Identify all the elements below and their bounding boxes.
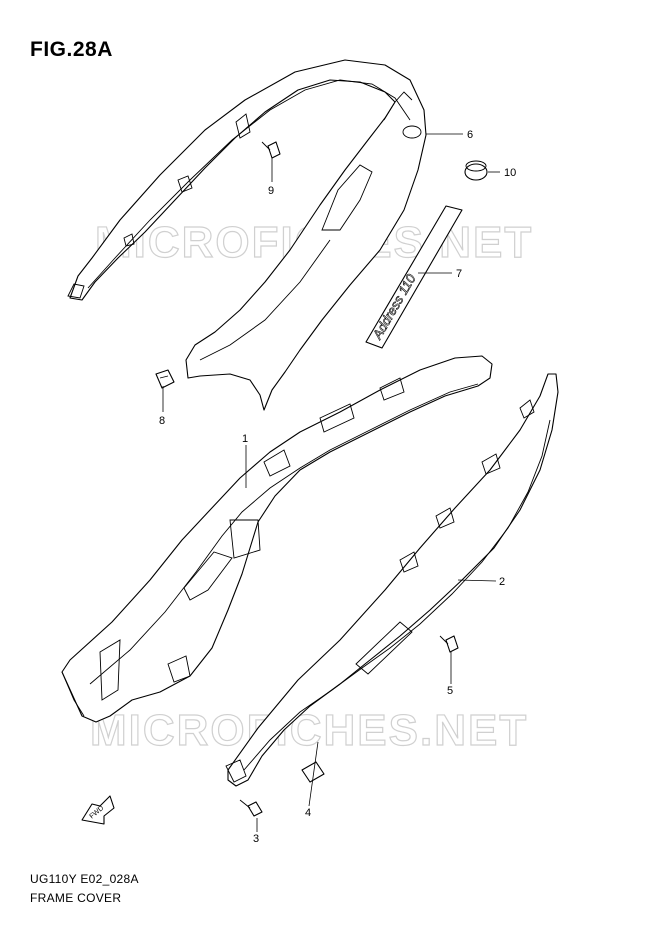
callout-9: 9 (268, 185, 274, 197)
part-10-cap[interactable] (464, 160, 488, 181)
part-4-clip[interactable] (301, 761, 325, 783)
diagram-code: UG110Y E02_028A (30, 872, 139, 886)
callout-1: 1 (242, 433, 248, 445)
callout-4: 4 (305, 807, 311, 819)
callout-2: 2 (499, 576, 505, 588)
figure-title: FIG.28A (30, 38, 113, 61)
part-5-screw[interactable] (439, 635, 459, 653)
callout-10: 10 (504, 167, 516, 179)
part-8-clip[interactable] (155, 369, 175, 389)
fwd-arrow-icon: FWD (81, 795, 115, 825)
part-9-screw[interactable] (261, 141, 281, 159)
callout-7: 7 (456, 268, 462, 280)
part-1-left-cover[interactable] (61, 355, 493, 723)
leader-lines (162, 133, 500, 832)
callout-3: 3 (253, 833, 259, 845)
part-2-right-cover[interactable] (225, 373, 559, 787)
callout-6: 6 (467, 129, 473, 141)
callout-5: 5 (447, 685, 453, 697)
part-6-rear-cover[interactable] (67, 59, 427, 411)
decal-text: Address 110 (369, 271, 419, 342)
diagram-name: FRAME COVER (30, 891, 122, 905)
part-3-screw[interactable] (239, 799, 263, 817)
callout-8: 8 (159, 415, 165, 427)
watermark-bottom: MICROFICHES.NET (90, 706, 528, 755)
